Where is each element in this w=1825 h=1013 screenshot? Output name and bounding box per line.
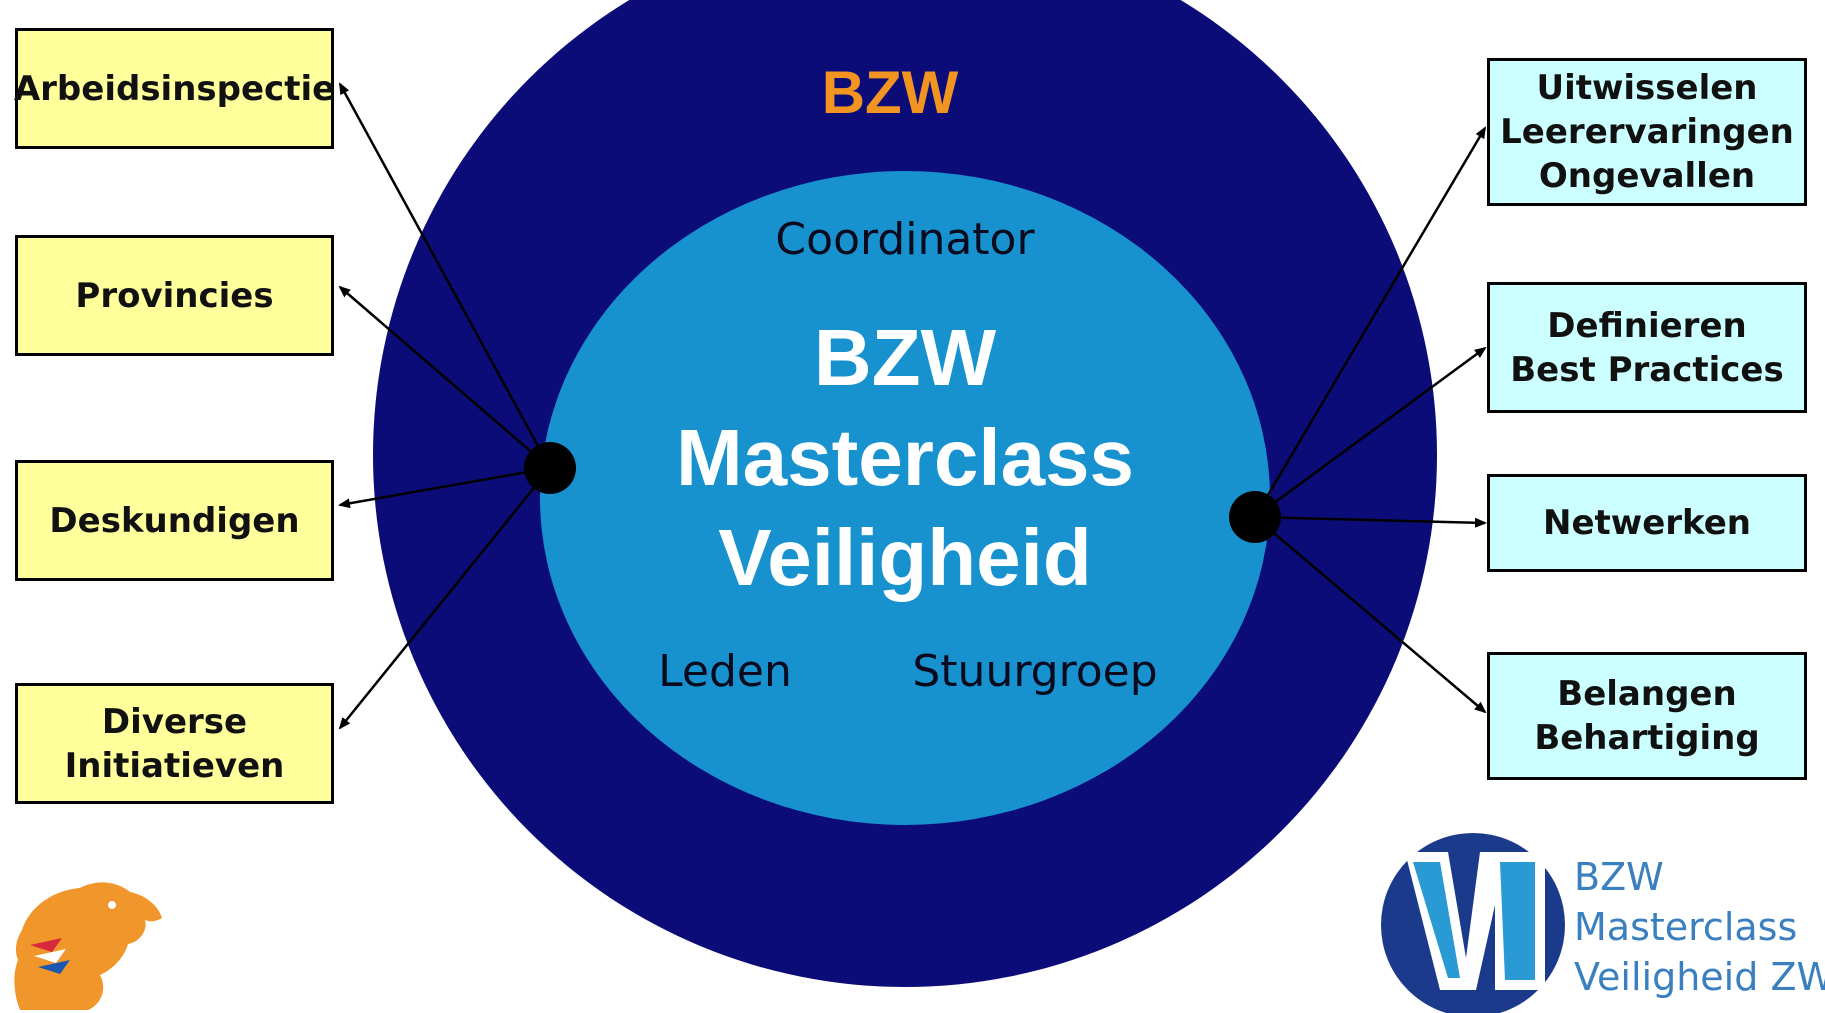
box-belangen-behartiging: Belangen Behartiging — [1487, 652, 1807, 780]
brand-logo-text: BZW Masterclass Veiligheid ZW — [1574, 852, 1825, 1002]
box-label: Provincies — [75, 275, 274, 316]
box-label: Definieren — [1547, 305, 1747, 346]
brand-logo-line: BZW — [1574, 855, 1664, 899]
box-label: Best Practices — [1510, 349, 1784, 390]
box-label: Netwerken — [1543, 503, 1751, 543]
arrow-to-netwerken — [1254, 515, 1487, 528]
leden-label: Leden — [658, 646, 792, 697]
box-arbeidsinspectie: Arbeidsinspectie — [13, 28, 336, 149]
arrow-to-definieren — [1254, 346, 1487, 519]
box-definieren-best-practices: Definieren Best Practices — [1487, 282, 1807, 413]
box-label: Belangen — [1557, 674, 1737, 714]
box-label: Deskundigen — [49, 500, 300, 541]
center-title: BZW Masterclass Veiligheid — [600, 308, 1210, 608]
brand-logo-line: Veiligheid ZW — [1574, 955, 1825, 999]
box-label: Uitwisselen — [1536, 68, 1758, 108]
arrow-to-belangen — [1254, 516, 1487, 714]
arrow-to-deskundigen — [338, 466, 551, 509]
lion-logo-icon — [14, 882, 162, 1010]
left-hub-dot — [524, 442, 576, 494]
coordinator-label: Coordinator — [775, 214, 1035, 265]
v-circle-logo-icon — [1381, 833, 1565, 1013]
arrow-to-arbeidsinspectie — [338, 82, 552, 469]
center-title-line: BZW — [813, 313, 997, 402]
box-label: Leerervaringen — [1500, 112, 1794, 152]
center-title-line: Masterclass — [675, 413, 1135, 502]
arrow-to-diverse-initiatieven — [338, 467, 551, 730]
brand-logo-line: Masterclass — [1574, 905, 1798, 949]
box-uitwisselen-leerervaringen-ongevallen: Uitwisselen Leerervaringen Ongevallen — [1487, 58, 1807, 206]
box-provincies: Provincies — [15, 235, 334, 356]
box-deskundigen: Deskundigen — [15, 460, 334, 581]
stuurgroep-label: Stuurgroep — [912, 646, 1158, 697]
box-label: Behartiging — [1534, 718, 1760, 758]
arrow-to-provincies — [338, 285, 551, 469]
box-netwerken: Netwerken — [1487, 474, 1807, 572]
box-label: Ongevallen — [1538, 156, 1756, 196]
center-title-line: Veiligheid — [718, 513, 1092, 602]
inner-circle — [540, 171, 1270, 825]
right-hub-dot — [1229, 491, 1281, 543]
box-diverse-initiatieven: Diverse Initiatieven — [15, 683, 334, 804]
box-label: Diverse — [101, 701, 248, 742]
box-label: Arbeidsinspectie — [13, 68, 336, 109]
outer-circle-title: BZW — [821, 59, 959, 126]
box-label: Initiatieven — [64, 745, 285, 786]
arrow-to-uitwisselen — [1253, 126, 1487, 518]
